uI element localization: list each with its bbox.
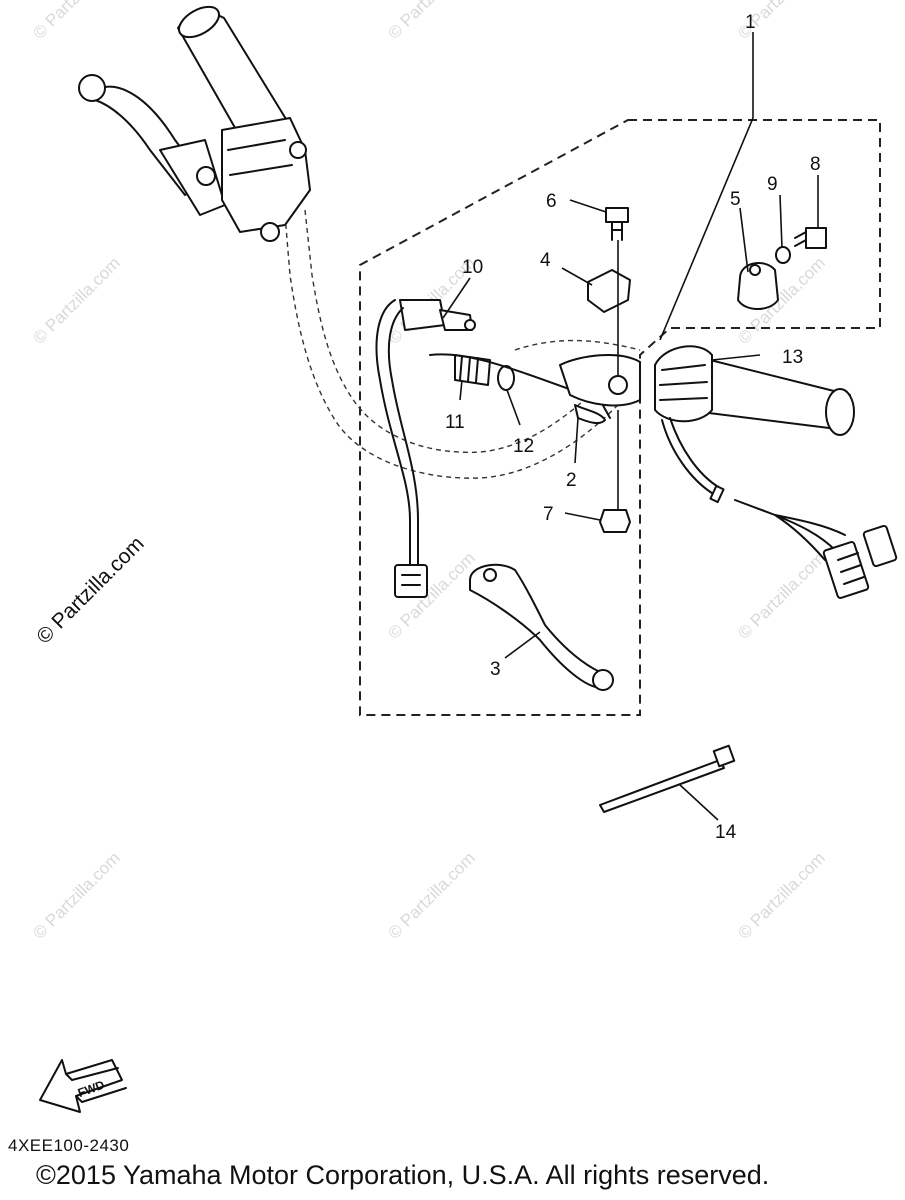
callout-7: 7 [543, 504, 554, 525]
callout-9: 9 [767, 174, 778, 195]
callout-4: 4 [540, 250, 551, 271]
handlebar-phantom [284, 209, 641, 479]
callout-13: 13 [782, 347, 803, 368]
callout-14: 14 [715, 822, 737, 843]
leader-lines [442, 32, 819, 821]
assembly-boundary [359, 119, 881, 716]
part-6-pivot-bolt [605, 207, 629, 241]
callout-3: 3 [490, 659, 501, 680]
part-10-brake-switch [375, 299, 476, 598]
callout-10: 10 [462, 257, 483, 278]
lever-bracket [559, 353, 641, 425]
diagram-code: 4XEE100-2430 [8, 1136, 130, 1155]
part-11-adjuster [454, 354, 491, 386]
right-grip [684, 354, 855, 436]
watermark: © Partzilla.com [384, 848, 478, 942]
watermark: © Partzilla.com [734, 848, 828, 942]
part-3-lever [469, 563, 614, 691]
callout-5: 5 [730, 189, 741, 210]
part-8-screw [794, 227, 827, 249]
callout-2: 2 [566, 470, 577, 491]
fwd-arrow-icon: FWD [39, 1059, 127, 1113]
part-9-washer [775, 246, 791, 264]
part-13-throttle-housing [654, 345, 713, 423]
callout-12: 12 [513, 436, 534, 457]
callout-6: 6 [546, 191, 557, 212]
wiring-harness [661, 417, 898, 599]
watermark: © Partzilla.com [384, 0, 478, 43]
callout-8: 8 [810, 154, 821, 175]
watermark: © Partzilla.com [29, 253, 123, 347]
part-4-bracket [587, 269, 631, 313]
callout-labels: 1 2 3 4 5 6 7 8 9 10 11 12 13 14 [445, 12, 821, 843]
watermark: © Partzilla.com [29, 0, 123, 43]
part-7-nut [599, 509, 631, 533]
part-12-nut [497, 365, 515, 391]
left-lever-assembly [78, 74, 311, 242]
callout-1: 1 [745, 12, 756, 33]
part-14-cable-tie [599, 744, 736, 813]
watermark-prominent: © Partzilla.com [32, 532, 148, 648]
copyright-notice: ©2015 Yamaha Motor Corporation, U.S.A. A… [36, 1160, 770, 1190]
part-5-clamp [737, 262, 779, 310]
callout-11: 11 [445, 412, 465, 433]
watermark: © Partzilla.com [734, 548, 828, 642]
watermark: © Partzilla.com [29, 848, 123, 942]
